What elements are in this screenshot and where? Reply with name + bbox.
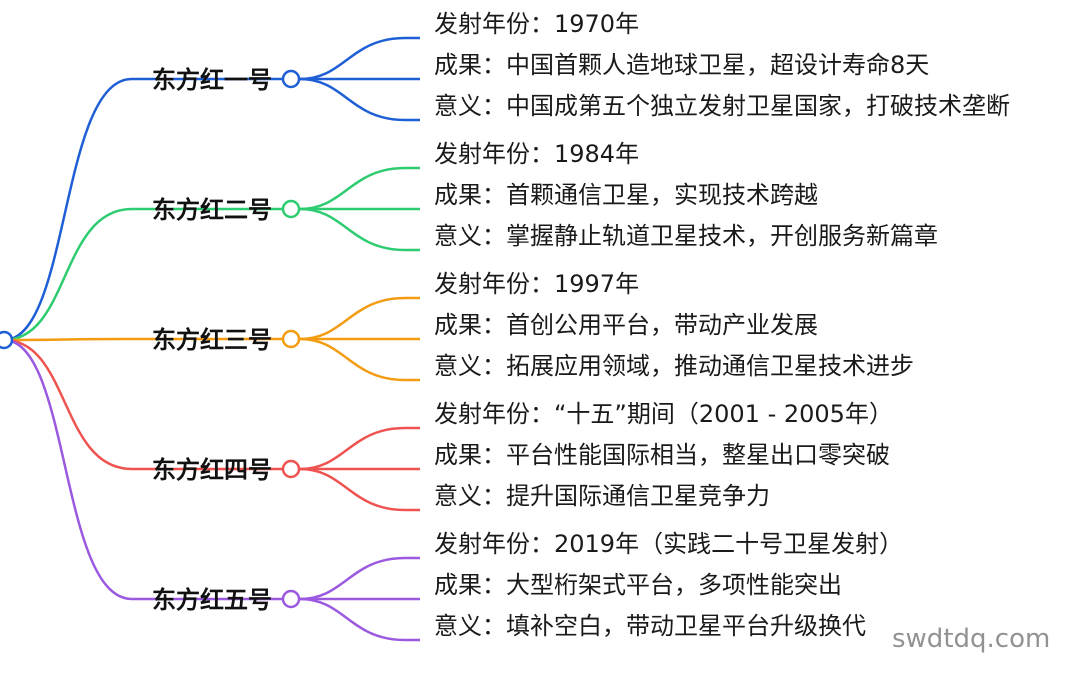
branch-node — [281, 69, 301, 89]
leaf-label: 成果：大型桁架式平台，多项性能突出 — [434, 571, 842, 599]
branch-node — [281, 589, 301, 609]
leaf-label: 意义：提升国际通信卫星竞争力 — [434, 482, 770, 510]
leaf-label: 意义：中国成第五个独立发射卫星国家，打破技术垄断 — [434, 92, 1010, 120]
root-connector — [3, 207, 282, 342]
root-connector — [3, 338, 282, 601]
leaf-label: 成果：首颗通信卫星，实现技术跨越 — [434, 181, 818, 209]
leaf-connector — [299, 77, 420, 122]
branch-label: 东方红二号 — [152, 196, 272, 224]
leaf-label: 意义：掌握静止轨道卫星技术，开创服务新篇章 — [434, 222, 938, 250]
leaf-label: 发射年份：2019年（实践二十号卫星发射） — [434, 530, 903, 558]
leaf-connector — [299, 556, 420, 601]
branch-label: 东方红四号 — [152, 456, 272, 484]
branch-node — [281, 329, 301, 349]
leaf-connector — [299, 467, 420, 512]
leaf-label: 意义：填补空白，带动卫星平台升级换代 — [434, 612, 866, 640]
leaf-connector — [299, 337, 420, 382]
leaf-label: 发射年份：1997年 — [434, 270, 639, 298]
leaf-label: 意义：拓展应用领域，推动通信卫星技术进步 — [434, 352, 914, 380]
leaf-connector — [299, 207, 420, 252]
leaf-label: 发射年份：1984年 — [434, 140, 639, 168]
leaf-connector — [299, 166, 420, 211]
root-connector — [3, 77, 282, 342]
branch-node — [281, 199, 301, 219]
branch-label: 东方红三号 — [152, 326, 272, 354]
branch-label: 东方红一号 — [152, 66, 272, 94]
leaf-label: 发射年份：1970年 — [434, 10, 639, 38]
leaf-connector — [299, 426, 420, 471]
leaf-label: 成果：平台性能国际相当，整星出口零突破 — [434, 441, 890, 469]
leaf-connector — [299, 36, 420, 81]
leaf-label: 成果：首创公用平台，带动产业发展 — [434, 311, 818, 339]
branch-label: 东方红五号 — [152, 586, 272, 614]
root-connector — [3, 338, 282, 471]
watermark: swdtdq.com — [892, 624, 1051, 654]
leaf-connector — [299, 296, 420, 341]
leaf-connector — [299, 597, 420, 642]
leaf-label: 成果：中国首颗人造地球卫星，超设计寿命8天 — [434, 51, 929, 79]
root-node — [0, 330, 14, 350]
leaf-label: 发射年份：“十五”期间（2001 - 2005年） — [434, 400, 893, 428]
root-connector — [3, 337, 282, 342]
branch-node — [281, 459, 301, 479]
